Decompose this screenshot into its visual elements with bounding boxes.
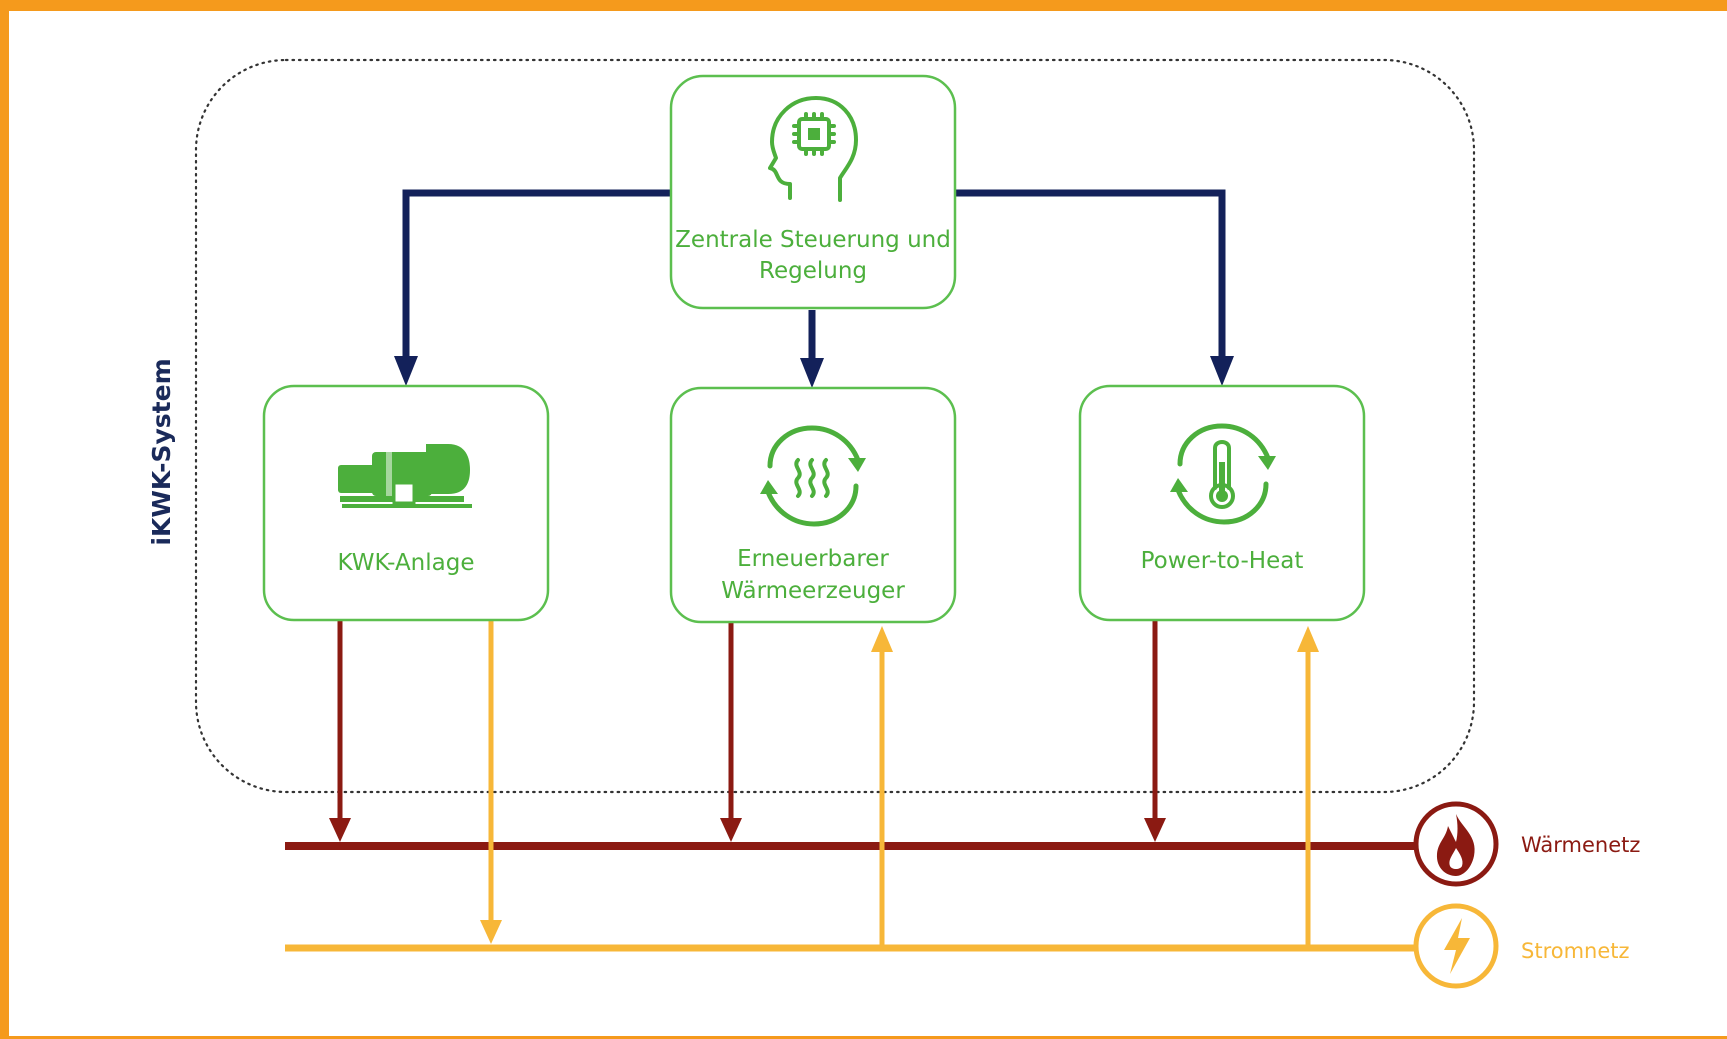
thermometer-cycle-arrowheads <box>1170 456 1276 502</box>
heat-cycle-icon <box>765 425 861 527</box>
flame-icon <box>1436 814 1475 876</box>
heat-cycle-arrowheads <box>760 458 866 494</box>
power-flows <box>488 621 1311 948</box>
power-arrowhead-kwk <box>480 920 502 944</box>
heat-arrowhead-kwk <box>329 818 351 842</box>
heat-flows <box>337 621 1158 822</box>
ai-head-chip-icon <box>768 96 858 202</box>
unit-node-renewable: Erneuerbarer Wärmeerzeuger <box>669 386 957 624</box>
controller-node: Zentrale Steuerung und Regelung <box>669 74 957 310</box>
control-arrowhead-kwk <box>394 356 418 386</box>
control-connectors <box>402 189 1226 360</box>
control-arrowheads <box>394 356 1234 388</box>
unit-label-p2h-line1: Power-to-Heat <box>1141 548 1304 574</box>
power-arrowheads <box>480 626 1319 944</box>
controller-label-line1: Zentrale Steuerung und <box>675 227 951 253</box>
lightning-icon <box>1444 918 1470 974</box>
control-arrowhead-p2h <box>1210 356 1234 386</box>
chp-engine-icon <box>338 444 472 508</box>
heat-grid-endpoint: Wärmenetz <box>1413 801 1640 887</box>
control-line-kwk <box>402 189 670 358</box>
controller-label-line2: Regelung <box>759 258 867 284</box>
unit-node-kwk: KWK-Anlage <box>262 384 550 622</box>
control-arrowhead-renewable <box>800 358 824 388</box>
unit-label-renewable-line2: Wärmeerzeuger <box>721 578 905 604</box>
heat-arrowheads <box>329 818 1166 842</box>
unit-label-renewable-line1: Erneuerbarer <box>737 546 889 572</box>
power-grid-label: Stromnetz <box>1521 939 1630 963</box>
heat-arrowhead-p2h <box>1144 818 1166 842</box>
heat-grid-label: Wärmenetz <box>1521 833 1640 857</box>
system-boundary <box>194 58 1476 794</box>
power-arrowhead-p2h <box>1297 626 1319 652</box>
control-line-p2h <box>956 189 1226 358</box>
heat-arrowhead-renewable <box>720 818 742 842</box>
power-grid-endpoint: Stromnetz <box>1413 903 1630 989</box>
unit-label-kwk-line1: KWK-Anlage <box>337 550 474 576</box>
unit-node-p2h: Power-to-Heat <box>1078 384 1366 622</box>
power-arrowhead-renewable <box>871 626 893 652</box>
system-label: iKWK-System <box>147 358 176 545</box>
